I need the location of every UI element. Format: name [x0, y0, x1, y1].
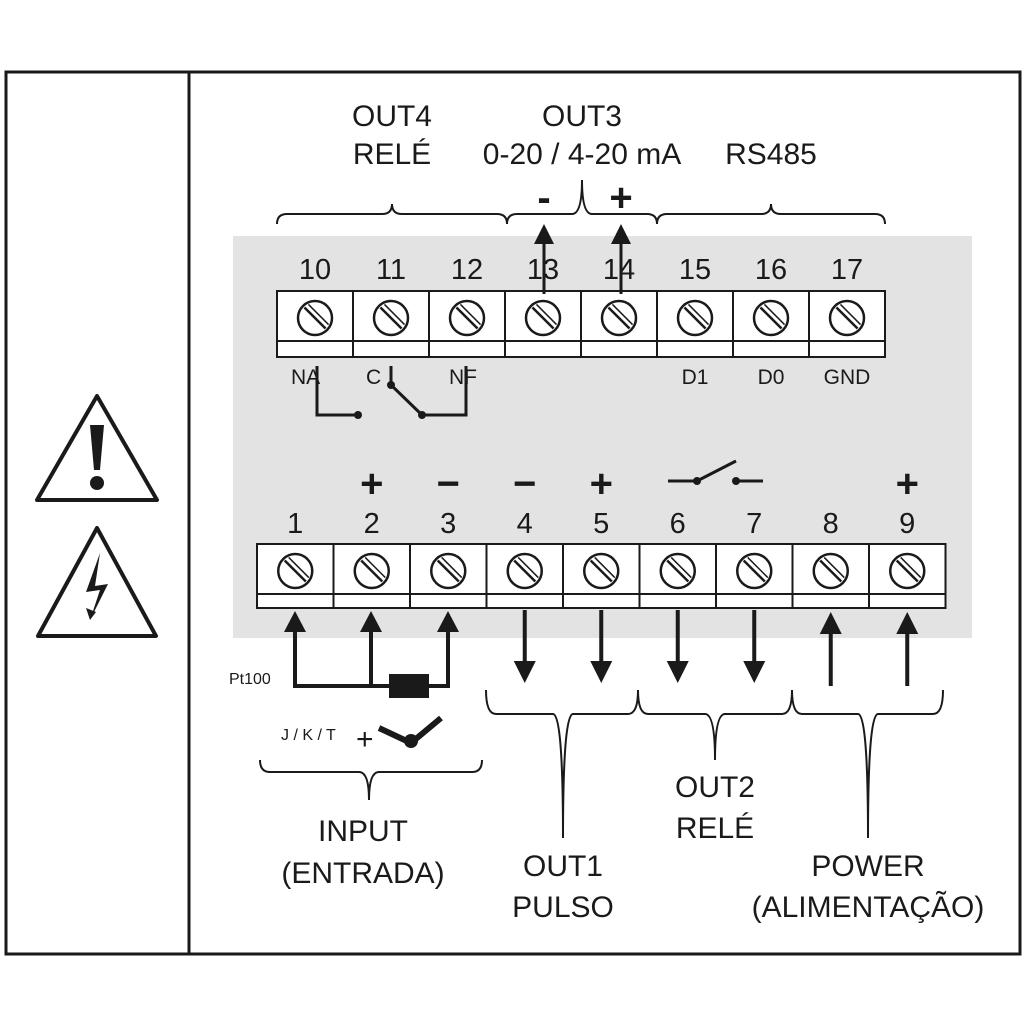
- out1-sublabel: PULSO: [512, 891, 614, 924]
- top-terminal-block: 10NA11C12NF131415D116D017GND: [276, 254, 886, 389]
- terminal-14: [580, 290, 658, 358]
- terminal-polarity: +: [896, 462, 919, 506]
- terminal-polarity: +: [590, 462, 613, 506]
- terminal-7: [715, 543, 794, 609]
- terminal-9: [868, 543, 947, 609]
- out1-label: OUT1: [523, 850, 603, 883]
- terminal-number: 7: [746, 508, 762, 540]
- terminal-number: 2: [364, 508, 380, 540]
- arrow-terminal-4: [513, 610, 536, 683]
- terminal-label: NF: [449, 366, 477, 389]
- terminal-4: [485, 543, 564, 609]
- out3-plus-arrow: [611, 224, 631, 294]
- terminal-label: NA: [291, 366, 320, 389]
- input-brace: [259, 759, 483, 801]
- thermocouple-junction-icon: [377, 715, 443, 748]
- terminal-11: [352, 290, 430, 358]
- out3-plus-sign: +: [609, 176, 632, 220]
- arrow-terminal-7: [743, 610, 766, 683]
- terminal-label: GND: [824, 366, 871, 389]
- terminal-number: 6: [670, 508, 686, 540]
- power-sublabel: (ALIMENTAÇÃO): [752, 890, 985, 924]
- terminal-2: [332, 543, 411, 609]
- terminal-number: 17: [831, 254, 863, 286]
- terminal-13: [504, 290, 582, 358]
- thermocouple-plus: +: [356, 723, 374, 756]
- electric-shock-warning-icon: [36, 526, 158, 638]
- terminal-number: 16: [755, 254, 787, 286]
- input-sublabel: (ENTRADA): [281, 857, 444, 890]
- out2-label: OUT2: [675, 771, 755, 804]
- out4-sublabel: RELÉ: [353, 138, 431, 171]
- input-label: INPUT: [318, 815, 408, 848]
- out4-brace: [276, 203, 508, 225]
- rs485-label: RS485: [725, 138, 817, 171]
- terminal-polarity: −: [513, 462, 536, 506]
- terminal-number: 3: [440, 508, 456, 540]
- power-label: POWER: [811, 850, 924, 883]
- terminal-number: 14: [603, 254, 635, 286]
- out3-sublabel: 0-20 / 4-20 mA: [483, 138, 681, 171]
- out2-switch-symbol: [668, 459, 763, 485]
- terminal-10: [276, 290, 354, 358]
- terminal-number: 5: [593, 508, 609, 540]
- thermocouple-label: J / K / T: [281, 727, 336, 744]
- pt100-label: Pt100: [229, 671, 271, 688]
- input-wiring: [284, 611, 459, 698]
- out2-sublabel: RELÉ: [676, 812, 754, 845]
- terminal-number: 8: [823, 508, 839, 540]
- out1-brace: [485, 689, 639, 839]
- terminal-1: [256, 543, 335, 609]
- out3-brace: [506, 179, 658, 225]
- terminal-label: D0: [758, 366, 785, 389]
- terminal-15: [656, 290, 734, 358]
- terminal-number: 1: [287, 508, 303, 540]
- arrow-terminal-5: [590, 610, 613, 683]
- output-arrows: [513, 610, 919, 686]
- arrow-terminal-9: [896, 612, 919, 686]
- terminal-polarity: −: [437, 462, 460, 506]
- terminal-16: [732, 290, 810, 358]
- terminal-3: [409, 543, 488, 609]
- terminal-5: [562, 543, 641, 609]
- terminal-12: [428, 290, 506, 358]
- terminal-number: 12: [451, 254, 483, 286]
- terminal-6: [638, 543, 717, 609]
- terminal-17: [808, 290, 886, 358]
- rs485-brace: [656, 203, 886, 225]
- out3-label: OUT3: [542, 100, 622, 133]
- terminal-number: 9: [899, 508, 915, 540]
- terminal-polarity: +: [360, 462, 383, 506]
- out2-brace: [637, 689, 793, 761]
- out4-label: OUT4: [352, 100, 432, 133]
- arrow-terminal-8: [819, 612, 842, 686]
- out3-minus-arrow: [534, 224, 554, 294]
- pt100-resistor: [389, 674, 429, 698]
- terminal-number: 10: [299, 254, 331, 286]
- terminal-8: [791, 543, 870, 609]
- terminal-label: C: [366, 366, 381, 389]
- power-brace: [791, 689, 944, 839]
- terminal-number: 11: [376, 254, 406, 286]
- exclamation-warning-icon: [35, 394, 159, 502]
- terminal-number: 15: [679, 254, 711, 286]
- arrow-terminal-6: [666, 610, 689, 683]
- out4-relay-switch: [315, 366, 468, 419]
- out3-minus-sign: -: [537, 176, 550, 220]
- terminal-number: 4: [517, 508, 533, 540]
- terminal-label: D1: [682, 366, 709, 389]
